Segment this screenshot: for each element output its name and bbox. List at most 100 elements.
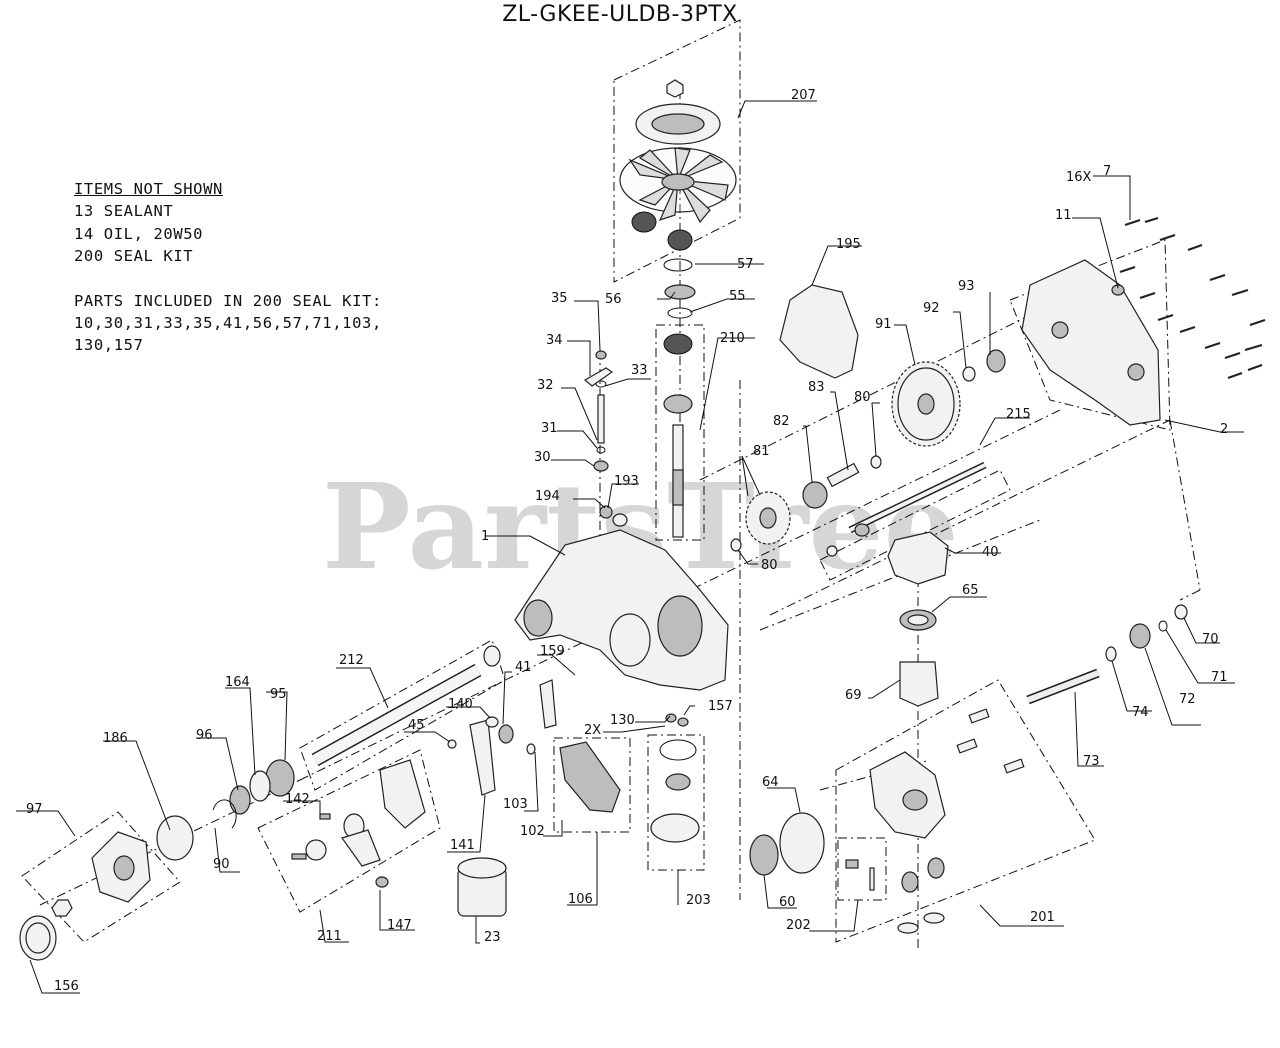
shaft-215 bbox=[826, 461, 987, 557]
callout-186: 186 bbox=[103, 731, 128, 746]
seal-96 bbox=[229, 785, 251, 815]
bracket-102 bbox=[559, 741, 621, 813]
gear-91 bbox=[891, 361, 961, 447]
callout-2: 2 bbox=[1220, 422, 1228, 437]
callout-142: 142 bbox=[285, 792, 310, 807]
retaining-ring-57 bbox=[663, 258, 693, 272]
callout-103: 103 bbox=[503, 797, 528, 812]
callout-34: 34 bbox=[546, 333, 563, 348]
callout-11: 11 bbox=[1055, 208, 1072, 223]
callout-211: 211 bbox=[317, 929, 342, 944]
seal-kit-line: 130,157 bbox=[74, 336, 144, 355]
pinion-82 bbox=[802, 481, 828, 509]
adapter-186 bbox=[156, 815, 194, 861]
note-line: 13 SEALANT bbox=[74, 202, 174, 221]
washer-164 bbox=[249, 770, 271, 802]
callout-96: 96 bbox=[196, 728, 213, 743]
callout-40: 40 bbox=[982, 545, 999, 560]
callout-64: 64 bbox=[762, 775, 779, 790]
callout-97: 97 bbox=[26, 802, 43, 817]
gear-72 bbox=[1129, 623, 1151, 649]
callout-212: 212 bbox=[339, 653, 364, 668]
callout-202: 202 bbox=[786, 918, 811, 933]
washer-140 bbox=[485, 716, 499, 728]
diagram-title: ZL-GKEE-ULDB-3PTX bbox=[502, 2, 738, 27]
callout-32: 32 bbox=[537, 378, 554, 393]
note-line: 200 SEAL KIT bbox=[74, 247, 194, 266]
callout-23: 23 bbox=[484, 930, 501, 945]
o-ring-55 bbox=[667, 307, 693, 319]
callout-81: 81 bbox=[753, 444, 770, 459]
box-211 bbox=[257, 749, 441, 913]
callout-130: 130 bbox=[610, 713, 635, 728]
washer-92 bbox=[962, 366, 976, 382]
callout-159: 159 bbox=[540, 644, 565, 659]
seal-30 bbox=[593, 460, 609, 472]
callout-31: 31 bbox=[541, 421, 558, 436]
box-215 bbox=[819, 469, 1011, 581]
callout-80a: 80 bbox=[854, 390, 871, 405]
shaft-32 bbox=[597, 394, 605, 444]
callout-164: 164 bbox=[225, 675, 250, 690]
callout-203: 203 bbox=[686, 893, 711, 908]
callout-30: 30 bbox=[534, 450, 551, 465]
pin-83 bbox=[826, 462, 860, 488]
callout-80b: 80 bbox=[761, 558, 778, 573]
callout-1: 1 bbox=[481, 529, 489, 544]
seal-kit-line: 10,30,31,33,35,41,56,57,71,103, bbox=[74, 314, 382, 333]
swashplate-housing-40 bbox=[887, 531, 949, 585]
callout-41: 41 bbox=[515, 660, 532, 675]
plug-11 bbox=[1111, 284, 1125, 296]
callout-194: 194 bbox=[535, 489, 560, 504]
washer-103 bbox=[526, 743, 536, 755]
parts bbox=[19, 79, 1266, 961]
callout-201: 201 bbox=[1030, 910, 1055, 925]
callout-106: 106 bbox=[568, 892, 593, 907]
ring-31 bbox=[596, 446, 606, 454]
box-202 bbox=[837, 837, 887, 901]
group-boxes bbox=[21, 19, 1171, 943]
shaft-73 bbox=[1026, 668, 1100, 705]
nut-35 bbox=[595, 350, 607, 360]
cylinder-block-69 bbox=[899, 661, 939, 707]
brake-arm-211 bbox=[379, 759, 426, 829]
callout-195: 195 bbox=[836, 237, 861, 252]
seal-kit-heading: PARTS INCLUDED IN 200 SEAL KIT: bbox=[74, 291, 382, 310]
washer-74 bbox=[1105, 646, 1117, 662]
items-not-shown-notes: ITEMS NOT SHOWN 13 SEALANT 14 OIL, 20W50… bbox=[74, 178, 382, 357]
leader-lines bbox=[16, 100, 1244, 994]
arm-34 bbox=[583, 367, 614, 387]
callout-156: 156 bbox=[54, 979, 79, 994]
washer-80a bbox=[870, 455, 882, 469]
washer-70 bbox=[1174, 604, 1188, 620]
callout-69: 69 bbox=[845, 688, 862, 703]
bolts-7 bbox=[1119, 216, 1266, 380]
box-203 bbox=[647, 734, 705, 871]
notes-heading: ITEMS NOT SHOWN bbox=[74, 180, 223, 198]
callout-93: 93 bbox=[958, 279, 975, 294]
callout-73: 73 bbox=[1083, 754, 1100, 769]
callout-91: 91 bbox=[875, 317, 892, 332]
ring-90 bbox=[212, 799, 237, 829]
bearing-95 bbox=[265, 759, 295, 797]
end-cover-2 bbox=[1021, 259, 1161, 426]
callout-210: 210 bbox=[720, 331, 745, 346]
callout-140: 140 bbox=[448, 697, 473, 712]
callout-16x: 16X bbox=[1066, 170, 1092, 185]
callout-141: 141 bbox=[450, 838, 475, 853]
callout-7: 7 bbox=[1103, 164, 1111, 179]
callout-33: 33 bbox=[631, 363, 648, 378]
callout-55: 55 bbox=[729, 289, 746, 304]
ring-71 bbox=[1158, 620, 1168, 632]
callout-60: 60 bbox=[779, 895, 796, 910]
bearing-93 bbox=[986, 349, 1006, 373]
callout-labels: 207 57 56 55 210 195 35 34 33 32 31 30 1… bbox=[26, 88, 1228, 994]
callout-65: 65 bbox=[962, 583, 979, 598]
seal-41 bbox=[498, 724, 514, 744]
axle-212 bbox=[311, 663, 482, 767]
callout-102: 102 bbox=[520, 824, 545, 839]
spring-147 bbox=[375, 876, 389, 888]
callout-82: 82 bbox=[773, 414, 790, 429]
callout-57: 57 bbox=[737, 257, 754, 272]
